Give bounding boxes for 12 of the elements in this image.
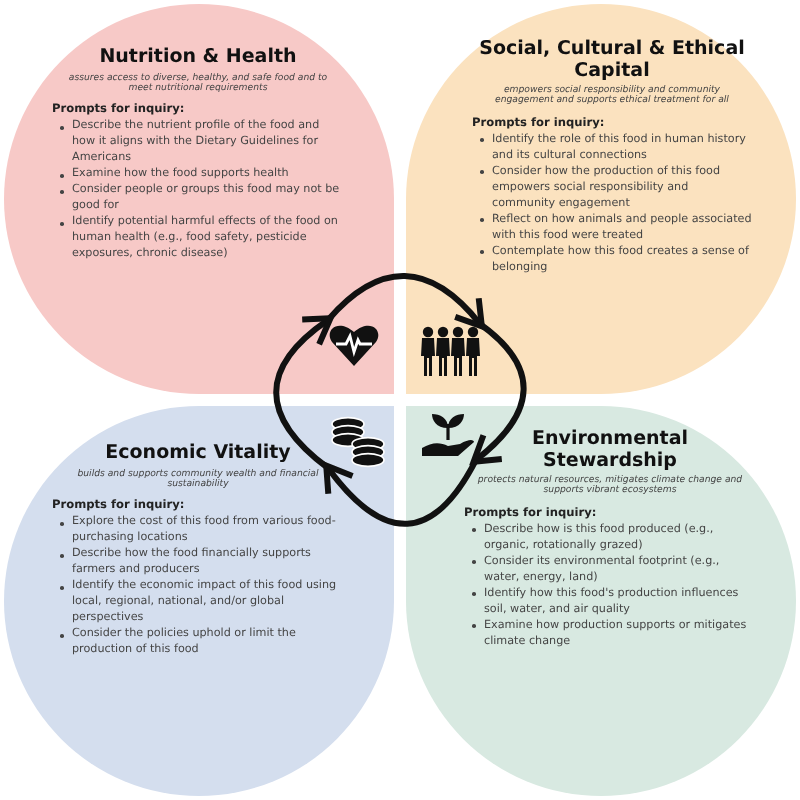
cycle-arrow — [273, 315, 334, 471]
section-title: Economic Vitality — [103, 444, 293, 465]
section-title: Environmental Stewardship — [530, 430, 690, 472]
section-title: Nutrition & Health — [97, 48, 299, 69]
hand-plant-icon — [420, 412, 476, 460]
cycle-arrow — [470, 321, 527, 465]
people-icon — [416, 324, 480, 376]
heart-icon — [328, 320, 380, 368]
coins-icon — [328, 412, 388, 468]
section-title: Social, Cultural & Ethical Capital — [477, 40, 747, 82]
cycle-arrow — [323, 458, 479, 527]
cycle-arrow — [325, 273, 485, 330]
